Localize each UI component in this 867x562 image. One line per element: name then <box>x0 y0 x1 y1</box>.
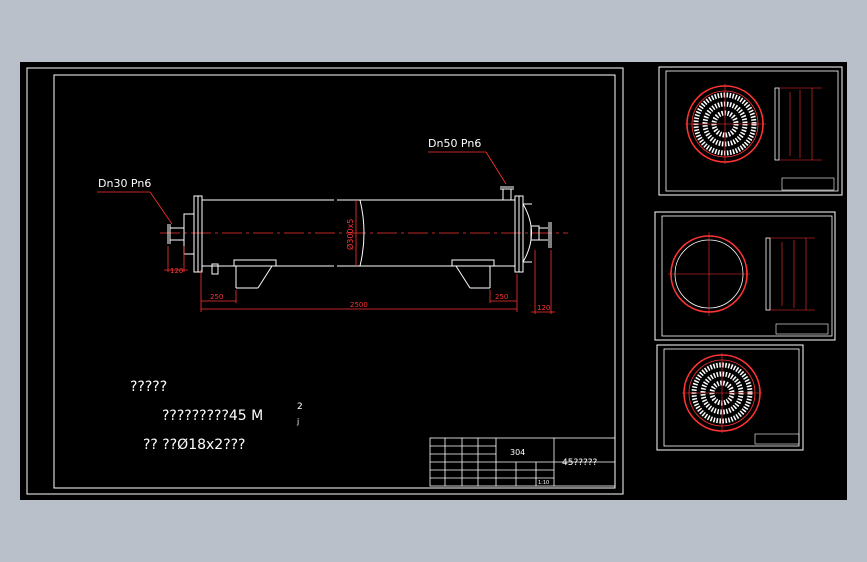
top-nozzle <box>500 186 514 200</box>
main-sheet: Dn30 Pn6 Dn50 Pn6 Ø300x5 120 120 250 250… <box>26 67 624 495</box>
leader-lines <box>97 151 507 225</box>
title-block-material: 304 <box>510 448 525 457</box>
shell-diameter-dim: Ø300x5 <box>345 219 355 250</box>
top-nozzle-label: Dn50 Pn6 <box>428 137 481 150</box>
left-head <box>183 195 203 273</box>
dimension-lines <box>164 200 555 314</box>
right-head <box>514 195 552 273</box>
overall-length-dim: 2500 <box>350 301 368 309</box>
title-block <box>429 437 616 487</box>
title-block-scale: 1:10 <box>538 480 549 486</box>
right-saddle <box>451 259 495 289</box>
support-right-dim: 250 <box>495 293 508 301</box>
nozzle-offset-left-dim: 120 <box>170 267 183 275</box>
note-line-2-superscript: 2 <box>297 402 303 412</box>
note-line-3: ?? ??Ø18x2??? <box>143 437 246 453</box>
side-sheet-tube-sheet <box>658 66 843 196</box>
left-saddle <box>211 259 277 289</box>
left-nozzle-label: Dn30 Pn6 <box>98 177 151 190</box>
note-line-2: ?????????45 M <box>162 408 263 424</box>
support-left-dim: 250 <box>210 293 223 301</box>
main-sheet-outer-border <box>26 67 624 495</box>
note-line-2-subscript: j <box>296 417 299 426</box>
left-nozzle <box>167 224 184 244</box>
side-sheet-baffle <box>654 211 836 341</box>
model-space <box>20 62 847 500</box>
side-sheet-support-plate <box>656 344 804 451</box>
nozzle-offset-right-dim: 120 <box>537 304 550 312</box>
note-line-1: ????? <box>130 379 167 395</box>
title-block-drawing-name: 45????? <box>562 458 598 468</box>
main-sheet-inner-border <box>53 74 616 489</box>
